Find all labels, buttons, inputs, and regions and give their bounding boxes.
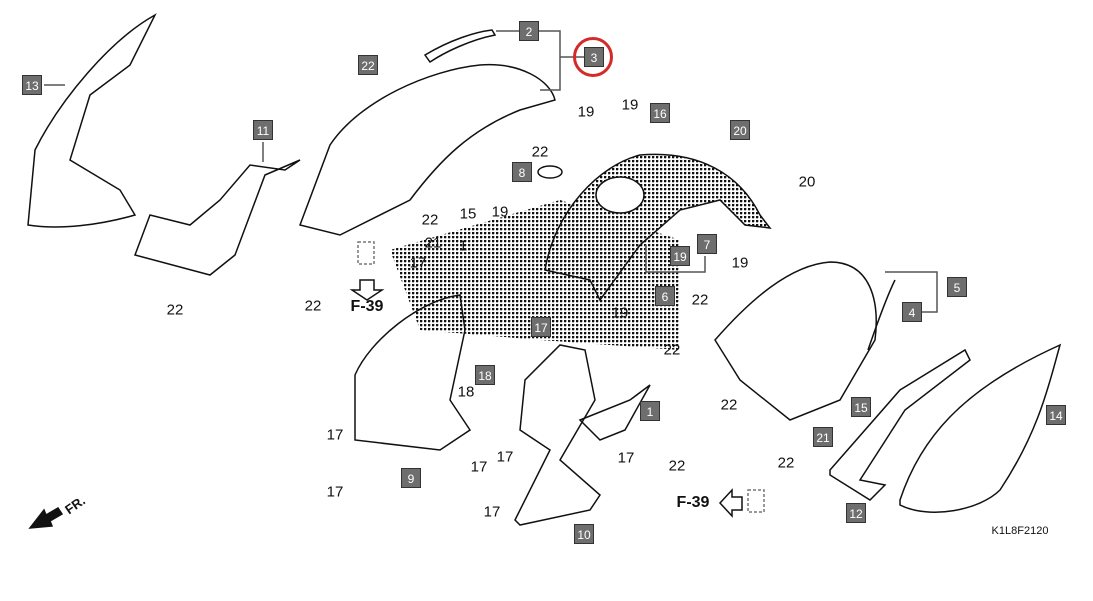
drawing-code: K1L8F2120 (991, 525, 1049, 537)
reference-f39[interactable]: F-39 (676, 494, 710, 511)
part-number-box[interactable]: 22 (358, 55, 378, 75)
part-number-box[interactable]: 8 (512, 162, 532, 182)
part-4-stripe (867, 279, 896, 351)
part-number-box[interactable]: 6 (655, 286, 675, 306)
part-number-box[interactable]: 7 (697, 234, 717, 254)
callout-number: 19 (577, 103, 595, 121)
part-9-lower-panel (354, 294, 472, 451)
part-1-bracket (578, 384, 651, 441)
callout-number: 22 (691, 291, 709, 309)
part-13-cowl (27, 13, 157, 228)
callout-number: 18 (457, 383, 475, 401)
callout-number: 22 (304, 297, 322, 315)
part-10-lower-panel (514, 344, 601, 526)
ref-arrow-left-icon (718, 488, 743, 518)
part-number-box[interactable]: 20 (730, 120, 750, 140)
callout-number: 17 (470, 458, 488, 476)
callout-number: 17 (326, 426, 344, 444)
part-number-box[interactable]: 1 (640, 401, 660, 421)
callout-number: 17 (496, 448, 514, 466)
part-number-box[interactable]: 4 (902, 302, 922, 322)
part-12-bracket (829, 348, 971, 501)
callout-number: 19 (491, 203, 509, 221)
part-number-box[interactable]: 19 (670, 246, 690, 266)
callout-number: 22 (531, 143, 549, 161)
part-number-box[interactable]: 9 (401, 468, 421, 488)
part-number-box[interactable]: 14 (1046, 405, 1066, 425)
part-number-box[interactable]: 10 (574, 524, 594, 544)
callout-number: 22 (777, 454, 795, 472)
highlight-circle (573, 37, 613, 77)
part-number-box[interactable]: 15 (851, 397, 871, 417)
part-number-box[interactable]: 21 (813, 427, 833, 447)
part-number-box[interactable]: 11 (253, 120, 273, 140)
part-number-box[interactable]: 2 (519, 21, 539, 41)
reference-f39[interactable]: F-39 (350, 298, 384, 315)
callout-number: 1 (458, 237, 468, 255)
callout-number: 22 (166, 301, 184, 319)
callout-number: 22 (421, 211, 439, 229)
part-number-box[interactable]: 3 (584, 47, 604, 67)
part-11-inner-panel (134, 159, 301, 276)
part-number-box[interactable]: 12 (846, 503, 866, 523)
part-8-grommet (537, 165, 563, 179)
callout-number: 20 (798, 173, 816, 191)
part-3-tank-cover (299, 63, 556, 236)
callout-number: 19 (731, 254, 749, 272)
callout-number: 19 (621, 96, 639, 114)
part-number-box[interactable]: 16 (650, 103, 670, 123)
front-arrow-icon (28, 506, 64, 529)
part-number-box[interactable]: 5 (947, 277, 967, 297)
callout-number: 17 (617, 449, 635, 467)
ref-arrow-down-icon (349, 279, 385, 301)
callout-number: 22 (720, 396, 738, 414)
callout-number: 15 (459, 205, 477, 223)
callout-number: 22 (668, 457, 686, 475)
callout-number: 17 (326, 483, 344, 501)
part-5-side-cover (714, 261, 877, 421)
callout-number: 22 (663, 341, 681, 359)
part-number-box[interactable]: 13 (22, 75, 42, 95)
part-number-box[interactable]: 18 (475, 365, 495, 385)
callout-number: 21 (424, 234, 442, 252)
callout-number: 17 (483, 503, 501, 521)
part-14-side-panel (899, 343, 1062, 513)
callout-number: 17 (409, 254, 427, 272)
part-number-box[interactable]: 17 (531, 317, 551, 337)
part-2-strip (423, 29, 497, 64)
callout-number: 19 (611, 304, 629, 322)
